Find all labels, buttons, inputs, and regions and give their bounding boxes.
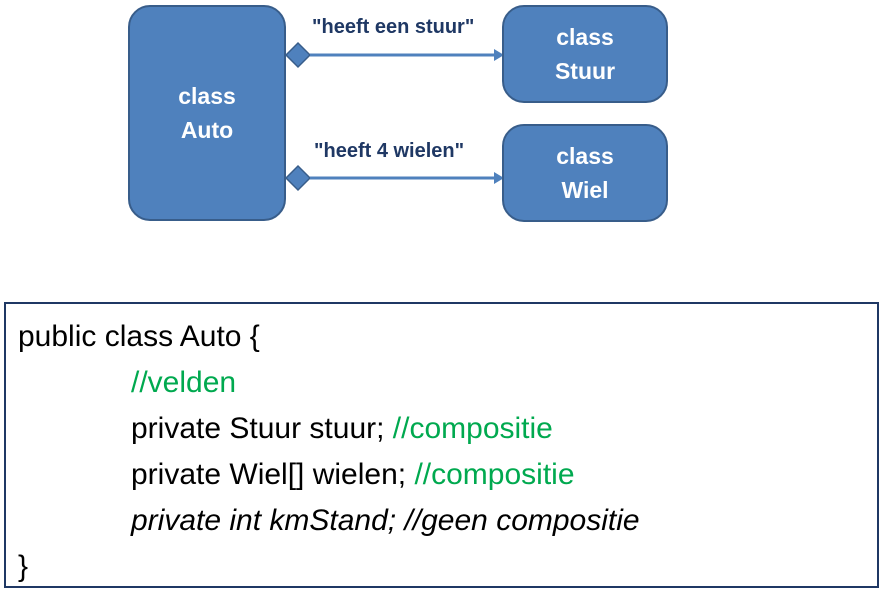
class-wiel-box: class Wiel xyxy=(502,124,668,222)
code-line-closing-brace: } xyxy=(18,550,29,583)
class-stuur-box: class Stuur xyxy=(502,5,668,103)
code-line-class-declaration: public class Auto { xyxy=(18,320,260,353)
composition-diamond-wiel xyxy=(284,164,312,192)
arrowhead-wiel xyxy=(494,172,504,184)
code-stuur-declaration: private Stuur stuur; xyxy=(131,412,393,445)
composition-diamond-stuur xyxy=(284,41,312,69)
code-block: public class Auto { //velden private Stu… xyxy=(4,302,879,588)
class-wiel-name: Wiel xyxy=(561,177,609,203)
connectors xyxy=(284,41,504,192)
code-line-stuur-field: private Stuur stuur; //compositie xyxy=(18,406,877,452)
code-wiel-declaration: private Wiel[] wielen; xyxy=(131,458,415,491)
composition-diagram: class Auto class Stuur class Wiel "heeft… xyxy=(0,0,884,240)
class-auto-box: class Auto xyxy=(128,5,286,221)
code-stuur-comment: //compositie xyxy=(392,412,553,445)
class-stuur-name: Stuur xyxy=(554,58,616,84)
class-auto-name: Auto xyxy=(180,117,234,143)
class-auto-keyword: class xyxy=(178,83,236,109)
arrowhead-stuur xyxy=(494,49,504,61)
relation-label-wiel: "heeft 4 wielen" xyxy=(314,140,465,162)
code-line-fields-comment: //velden xyxy=(131,366,237,399)
class-wiel-keyword: class xyxy=(556,143,614,169)
code-line-wiel-field: private Wiel[] wielen; //compositie xyxy=(18,452,877,498)
code-line-kmstand-field: private int kmStand; //geen compositie xyxy=(131,504,640,537)
code-wiel-comment: //compositie xyxy=(414,458,575,491)
relation-label-stuur: "heeft een stuur" xyxy=(312,16,475,38)
class-stuur-keyword: class xyxy=(556,24,614,50)
